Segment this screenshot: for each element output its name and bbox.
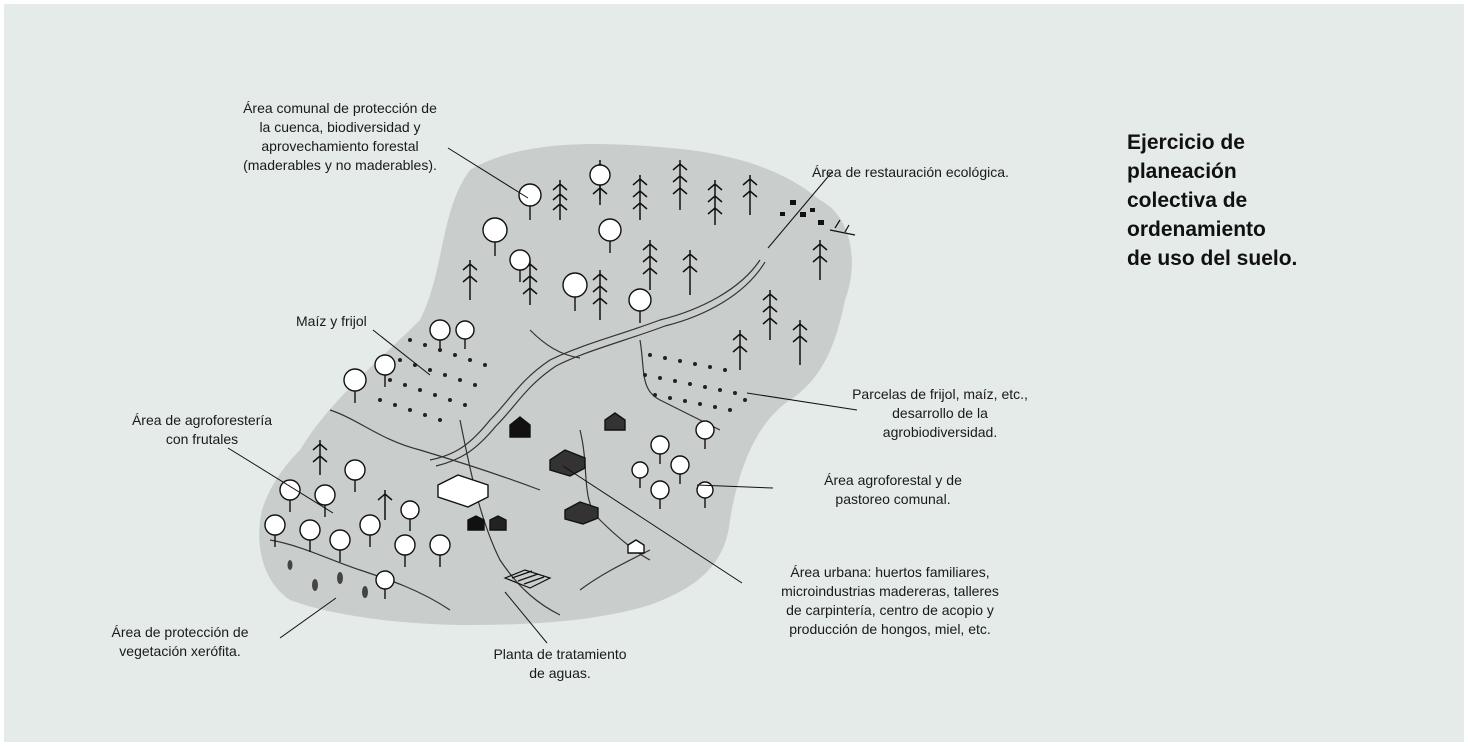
label-forest-area: Área comunal de protección de la cuenca,… — [243, 100, 437, 173]
conifer-trees — [312, 160, 828, 520]
leader-lines — [227, 147, 858, 644]
label-maize-bean: Maíz y frijol — [296, 313, 367, 329]
label-urban-area: Área urbana: huertos familiares, microin… — [781, 564, 999, 637]
label-agroforestry: Área de agroforestería con frutales — [131, 412, 273, 447]
label-water-treatment-plant: Planta de tratamiento de aguas. — [493, 646, 627, 681]
label-restoration-area: Área de restauración ecológica. — [812, 164, 1009, 180]
treatment-plant-icon — [503, 569, 552, 589]
restoration-marks — [780, 200, 856, 236]
label-agroforestry-pasture: Área agroforestal y de pastoreo comunal. — [824, 472, 962, 507]
round-trees — [264, 164, 715, 599]
crop-rows — [378, 338, 747, 422]
label-plots-agrobiodiversity: Parcelas de frijol, maíz, etc., desarrol… — [852, 386, 1028, 440]
xerophytic-plants — [287, 560, 368, 598]
diagram-title: Ejercicio de planeación colectiva de ord… — [1127, 131, 1298, 270]
buildings — [437, 412, 645, 554]
label-xerophytic-protection: Área de protección de vegetación xerófit… — [111, 624, 249, 659]
